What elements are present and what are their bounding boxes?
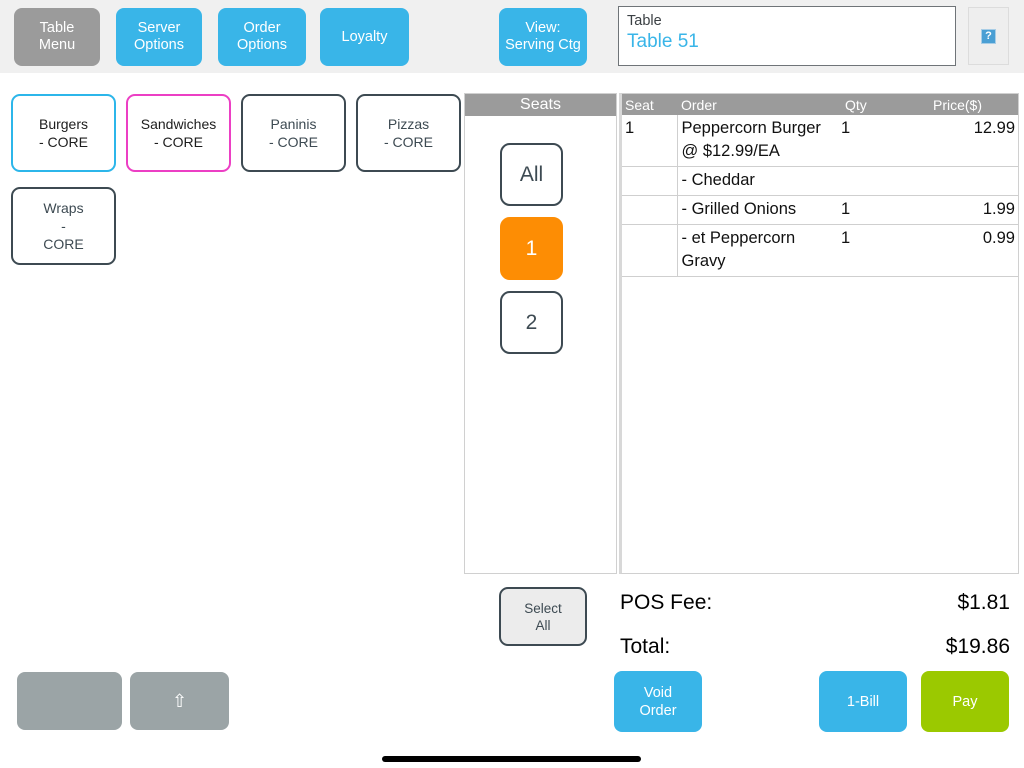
column-header-seat: Seat [622, 94, 677, 115]
order-cell-price: 0.99 [933, 224, 1018, 277]
category-button-paninis[interactable]: Paninis - CORE [241, 94, 346, 172]
top-toolbar: Table Menu Server Options Order Options … [0, 0, 1024, 73]
order-cell-seat: 1 [622, 115, 678, 167]
order-options-button[interactable]: Order Options [218, 8, 306, 66]
home-indicator [382, 756, 641, 762]
order-cell-qty: 1 [841, 224, 933, 277]
table-info-value: Table 51 [627, 31, 699, 52]
seat-button-1[interactable]: 1 [500, 217, 563, 280]
category-button-wraps[interactable]: Wraps - CORE [11, 187, 116, 265]
column-header-order: Order [677, 94, 841, 115]
order-cell-order: - et Peppercorn Gravy [677, 224, 841, 277]
select-all-button[interactable]: Select All [499, 587, 587, 646]
pos-fee-value: $1.81 [957, 591, 1010, 614]
up-arrow-icon: ⇧ [171, 690, 188, 711]
category-button-sandwiches[interactable]: Sandwiches - CORE [126, 94, 231, 172]
column-header-qty: Qty [841, 94, 933, 115]
total-label: Total: [620, 635, 671, 658]
order-cell-price: 1.99 [933, 195, 1018, 225]
seat-button-all[interactable]: All [500, 143, 563, 206]
order-table-row[interactable]: - Cheddar [622, 166, 1018, 196]
order-cell-order: - Cheddar [677, 166, 841, 196]
order-cell-seat [622, 166, 678, 196]
server-options-button[interactable]: Server Options [116, 8, 202, 66]
seats-panel-header: Seats [465, 94, 616, 116]
table-info-label: Table [627, 13, 662, 29]
order-cell-qty: 1 [841, 115, 933, 167]
total-row: Total: $19.86 [620, 635, 1010, 659]
pos-fee-label: POS Fee: [620, 591, 713, 614]
scroll-up-button[interactable]: ⇧ [130, 672, 229, 730]
void-order-button[interactable]: Void Order [614, 671, 702, 732]
help-button[interactable]: ? [968, 7, 1009, 65]
table-menu-button[interactable]: Table Menu [14, 8, 100, 66]
total-value: $19.86 [945, 635, 1010, 658]
order-cell-qty [841, 166, 933, 196]
order-table-header-row: Seat Order Qty Price($) [622, 94, 1018, 115]
table-info-box[interactable]: Table Table 51 [618, 6, 956, 66]
order-cell-qty: 1 [841, 195, 933, 225]
pos-fee-row: POS Fee: $1.81 [620, 591, 1010, 615]
order-cell-order: - Grilled Onions [677, 195, 841, 225]
one-bill-button[interactable]: 1-Bill [819, 671, 907, 732]
order-cell-seat [622, 195, 678, 225]
loyalty-button[interactable]: Loyalty [320, 8, 409, 66]
category-button-burgers[interactable]: Burgers - CORE [11, 94, 116, 172]
seat-button-2[interactable]: 2 [500, 291, 563, 354]
column-header-price: Price($) [933, 94, 1018, 115]
category-button-pizzas[interactable]: Pizzas - CORE [356, 94, 461, 172]
blank-grey-button[interactable] [17, 672, 122, 730]
order-cell-price: 12.99 [933, 115, 1018, 167]
order-cell-order: Peppercorn Burger @ $12.99/EA [677, 115, 841, 167]
order-cell-price [933, 166, 1018, 196]
question-mark-icon: ? [981, 28, 996, 44]
pay-button[interactable]: Pay [921, 671, 1009, 732]
view-serving-category-button[interactable]: View: Serving Ctg [499, 8, 587, 66]
order-cell-seat [622, 224, 678, 277]
seats-panel: Seats All 1 2 [464, 93, 617, 574]
